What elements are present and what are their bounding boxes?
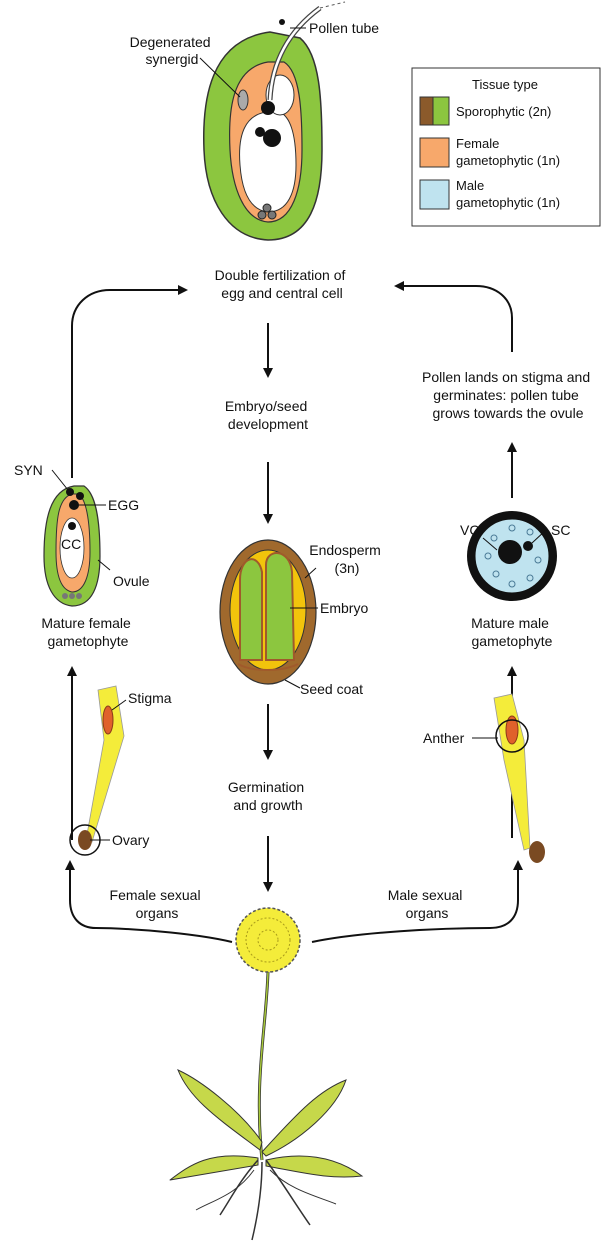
legend-title: Tissue type [472, 77, 538, 92]
anther-label: Anther [423, 730, 465, 746]
seed-coat-leader [285, 680, 300, 688]
male-sexual-organs-label: Male sexual organs [388, 887, 467, 921]
embryo-label: Embryo [320, 600, 368, 616]
seed-illustration [220, 540, 316, 684]
egg-label: EGG [108, 497, 139, 513]
female-flower-organ [70, 686, 124, 855]
mature-female-gametophyte-label: Mature female gametophyte [41, 615, 134, 649]
female-sexual-organs-label: Female sexual organs [110, 887, 205, 921]
sc-label: SC [551, 522, 570, 538]
vc-label: VC [460, 522, 479, 538]
cc-label: CC [61, 536, 81, 552]
germination-label: Germination and growth [228, 779, 308, 813]
syn-leader [52, 470, 68, 490]
mature-male-gametophyte-label: Mature male gametophyte [471, 615, 553, 649]
embryo-seed-development-label: Embryo/seed development [225, 398, 311, 432]
legend-sporophytic-label: Sporophytic (2n) [456, 104, 551, 119]
tissue-type-legend: Tissue type Sporophytic (2n) Female game… [412, 68, 600, 226]
arrow-pollen-to-fertilization [396, 286, 512, 352]
ovary-label: Ovary [112, 832, 149, 848]
fertilization-ovule [204, 32, 322, 240]
double-fertilization-label: Double fertilization of egg and central … [215, 267, 350, 301]
pollen-grain [467, 511, 557, 601]
pollen-lands-label: Pollen lands on stigma and germinates: p… [422, 369, 594, 421]
degenerated-synergid-label: Degenerated synergid [130, 34, 215, 67]
dandelion-plant [170, 908, 362, 1240]
seed-coat-label: Seed coat [300, 681, 363, 697]
ovule-label: Ovule [113, 573, 150, 589]
syn-label: SYN [14, 462, 43, 478]
arrow-female-to-fertilization [72, 290, 186, 478]
pollen-tube-label: Pollen tube [309, 20, 379, 36]
stigma-label: Stigma [128, 690, 172, 706]
male-flower-organ [494, 694, 545, 863]
endosperm-label: Endosperm (3n) [309, 542, 384, 576]
